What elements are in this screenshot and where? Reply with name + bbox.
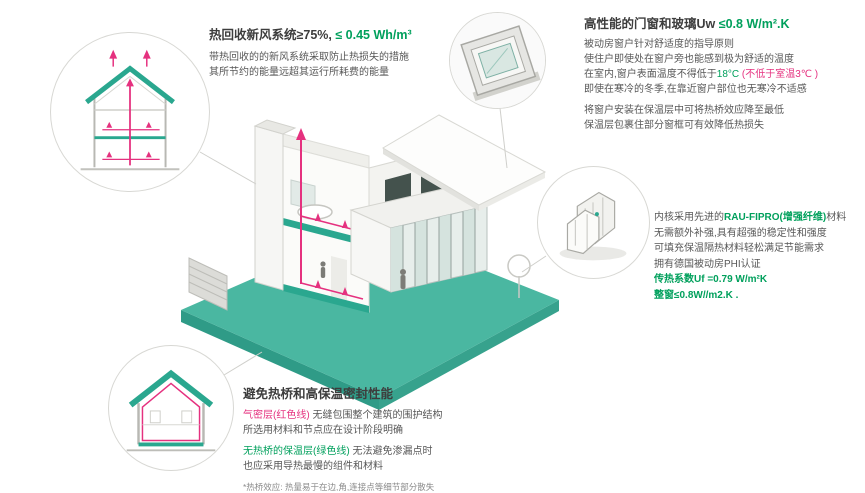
thermal-section-svg [126,369,216,452]
window-title-main: 高性能的门窗和玻璃Uw [584,17,719,31]
window-line-5: 将窗户安装在保温层中可将热桥效应降至最低 [584,105,784,116]
window-line-2: 使住户即使处在窗户旁也能感到极为舒适的温度 [584,54,794,65]
ventilation-title: 热回收新风系统≥75%, ≤ 0.45 Wh/m³ [209,24,471,43]
thermal-p2-lead: 无热桥的保温层(绿色线) [243,446,350,457]
window-line-3: 在室内,窗户表面温度不得低于18°C (不低于室温3℃ ) [584,67,862,82]
thermal-callout-text: 避免热桥和高保温密封性能 气密层(红色线) 无缝包围整个建筑的围护结构 所选用材… [243,383,548,493]
roof-insulation-line [85,65,175,105]
exterior-stairs [188,257,228,311]
cutaway-left-wall [253,119,297,291]
profile-line-4: 拥有德国被动房PHI认证 [654,258,761,270]
thermal-p1-line-2: 所选用材料和节点应在设计阶段明确 [243,425,403,436]
ventilation-title-value: ≤ 0.45 Wh/m³ [331,28,412,42]
thermal-title: 避免热桥和高保温密封性能 [243,387,394,401]
profile-line-5: 传热系数Uf =0.79 W/m²K [654,274,768,285]
thermal-footnote: *热桥效应: 热量易于在边,角,连接点等细节部分散失 [243,482,435,492]
ventilation-detail-circle [50,32,210,192]
glazing [477,42,519,79]
thermal-p1-lead: 气密层(红色线) [243,410,310,421]
airtight-red-line [141,382,201,442]
window-title-value: ≤0.8 W/m².K [718,17,790,31]
ventilation-section-svg [80,49,180,171]
window-line-4: 即使在寒冷的冬季,在靠近窗户部位也无寒冷不适感 [584,84,807,95]
profile-line-2: 无需额外补强,具有超强的稳定性和强度 [654,227,827,239]
person-icon [320,261,326,267]
cutaway-interior [282,133,370,313]
thermal-p2-line-1: 无热桥的保温层(绿色线) 无法避免渗漏点时 [243,444,548,459]
window-line-6: 保温层包裹住部分窗框可有效降低热损失 [584,120,764,131]
profile-line-3: 可填充保温隔热材料轻松满足节能需求 [654,243,824,254]
profile-detail-circle [537,166,650,279]
ventilation-line-1: 带热回收的的新风系统采取防止热损失的措施 [209,52,409,63]
window-corner-svg [450,13,545,108]
air-flow-arrows [102,49,160,166]
interior-door [331,256,347,302]
window-line-3-text: 在室内,窗户表面温度不得低于 [584,69,717,80]
insulated-floor-slab-lower [283,284,369,313]
profile-line-1-post: 材料 [826,212,847,223]
window-frame-corner [460,25,541,102]
passive-house-illustration [163,60,573,420]
window-detail-circle [449,12,546,109]
thermal-p2-rest: 无法避免渗漏点时 [349,446,433,457]
window-line-3-temp: 18°C [716,69,740,80]
ventilation-line-2: 其所节约的能量远超其运行所耗费的能量 [209,67,389,78]
profile-line-1-pre: 内核采用先进的 [654,212,724,223]
glazed-wing [349,187,489,293]
ventilation-callout-text: 热回收新风系统≥75%, ≤ 0.45 Wh/m³ 带热回收的的新风系统采取防止… [209,24,471,80]
window-line-1: 被动房窗户针对舒适度的指导原则 [584,39,734,50]
insulated-floor-slab-upper [283,218,369,247]
house-isometric-svg [181,114,559,410]
profile-line-1-brand: RAU-FIPRO(增强纤维) [724,212,827,223]
gasket-dot [594,212,599,217]
thermal-detail-circle [108,345,234,471]
window-line-3-note: (不低于室温3℃ ) [739,69,819,80]
window-callout-text: 高性能的门窗和玻璃Uw ≤0.8 W/m².K 被动房窗户针对舒适度的指导原则 … [584,13,862,133]
profile-line-6: 整窗≤0.8W//m2.K . [654,289,739,301]
thermal-p2-line-2: 也应采用导热最慢的组件和材料 [243,461,383,472]
thermal-p1-line-1: 气密层(红色线) 无缝包围整个建筑的围护结构 [243,408,548,423]
profile-line-1: 内核采用先进的RAU-FIPRO(增强纤维)材料 [654,210,865,226]
person-icon [400,269,406,275]
profile-callout-text: 内核采用先进的RAU-FIPRO(增强纤维)材料 无需额外补强,具有超强的稳定性… [654,210,865,303]
window-title: 高性能的门窗和玻璃Uw ≤0.8 W/m².K [584,13,862,32]
frame-profile [566,191,616,255]
ventilation-title-main: 热回收新风系统≥75%, [209,28,332,42]
thermal-p1-rest: 无缝包围整个建筑的围护结构 [309,410,443,421]
insulation-green-line [128,369,214,408]
flat-roof [382,114,547,211]
window-profile-svg [559,191,627,261]
human-figures [320,261,406,289]
